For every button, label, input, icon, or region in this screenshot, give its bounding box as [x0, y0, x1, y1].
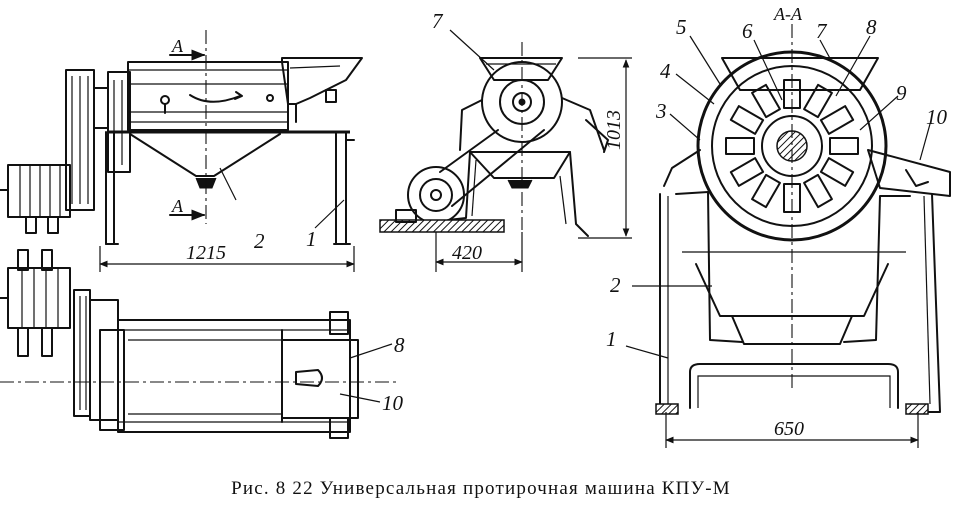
section-a-a: A-A: [606, 4, 951, 448]
label-3-section: 3: [655, 99, 667, 123]
drum-housing-side: [127, 61, 289, 131]
label-9-section: 9: [896, 81, 907, 105]
motor-top: [0, 249, 71, 357]
frame-section: [655, 191, 941, 415]
label-2-side: 2: [254, 229, 265, 253]
label-5-section: 5: [676, 15, 687, 39]
figure-caption: Рис. 8 22 Универсальная протирочная маши…: [231, 478, 731, 499]
label-10-section: 10: [926, 105, 948, 129]
dimension-1215: 1215: [186, 242, 226, 264]
top-view: 8 10: [0, 249, 405, 439]
collector-side: [108, 130, 350, 189]
label-7-section: 7: [816, 19, 828, 43]
motor-side: [0, 164, 71, 234]
label-4-section: 4: [660, 59, 671, 83]
dimension-420: 420: [452, 242, 482, 264]
side-view: A A 2 1 1215: [0, 30, 363, 272]
dimension-1013: 1013: [603, 110, 625, 150]
chute-section: [663, 149, 951, 197]
frame-front: [379, 57, 632, 239]
drum-top: [117, 311, 359, 439]
label-1-section: 1: [606, 327, 617, 351]
dimension-650: 650: [774, 418, 804, 440]
section-mark-top: A: [171, 36, 184, 56]
label-8-section: 8: [866, 15, 877, 39]
pulley-top: [73, 289, 125, 431]
label-7-front: 7: [432, 9, 444, 33]
section-title: A-A: [773, 4, 803, 24]
front-view: 7 420 1013: [379, 9, 632, 272]
label-6-section: 6: [742, 19, 753, 43]
label-2-section: 2: [610, 273, 621, 297]
hopper-side: [281, 57, 363, 123]
label-10-top: 10: [382, 391, 404, 415]
label-8-top: 8: [394, 333, 405, 357]
section-mark-bottom: A: [171, 196, 184, 216]
collector-front: [469, 151, 571, 189]
belt-drive-front: [407, 129, 545, 224]
pulley-side: [65, 69, 131, 211]
hopper-front: [479, 57, 563, 81]
frame-side: [105, 131, 355, 245]
label-1-side: 1: [306, 227, 317, 251]
